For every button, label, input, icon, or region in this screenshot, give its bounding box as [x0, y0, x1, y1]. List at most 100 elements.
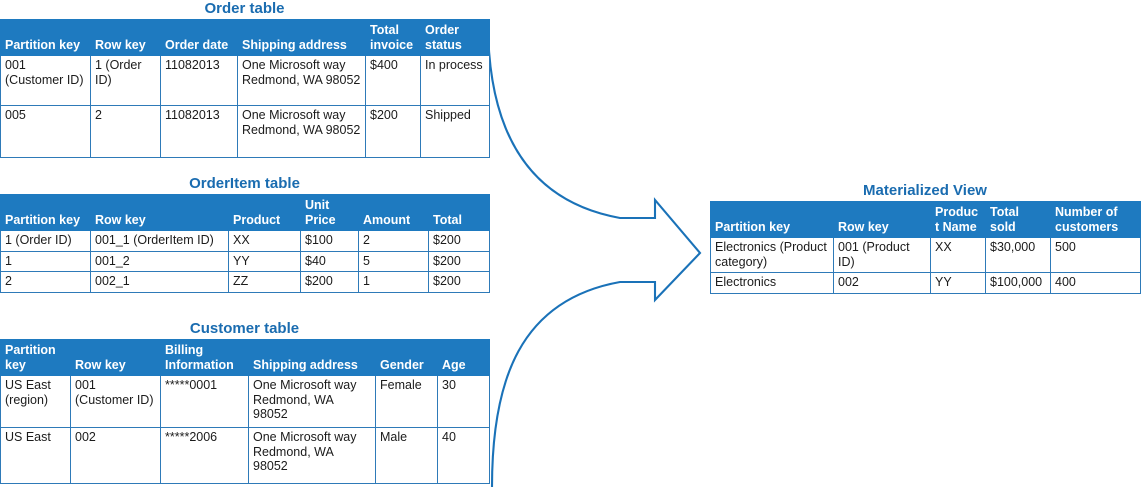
- cell-shipping-address: One Microsoft way Redmond, WA 98052: [248, 375, 376, 428]
- column-header-total-invoice: Total invoice: [365, 19, 421, 56]
- column-header-billing-information: Billing Information: [160, 339, 249, 376]
- cell-order-date: 11082013: [160, 105, 238, 158]
- orderitem-table-title: OrderItem table: [189, 175, 300, 192]
- table-row: Electronics 002 YY $100,000 400: [710, 272, 1141, 294]
- cell-partition-key: US East: [0, 427, 71, 484]
- column-header-product: Product: [228, 194, 301, 231]
- column-header-row-key: Row key: [70, 339, 161, 376]
- table-header-row: Partition key Row key Billing Informatio…: [0, 339, 490, 376]
- column-header-shipping-address: Shipping address: [237, 19, 366, 56]
- cell-amount: 5: [358, 250, 429, 272]
- column-header-gender: Gender: [375, 339, 438, 376]
- cell-age: 40: [437, 427, 490, 484]
- column-header-row-key: Row key: [90, 194, 229, 231]
- cell-row-key: 002: [833, 272, 931, 294]
- cell-total-sold: $100,000: [985, 272, 1051, 294]
- cell-row-key: 001_2: [90, 250, 229, 272]
- table-header-row: Partition key Row key Order date Shippin…: [0, 19, 490, 56]
- cell-total-invoice: $200: [365, 105, 421, 158]
- cell-number-of-customers: 400: [1050, 272, 1141, 294]
- column-header-product-name: Product Name: [930, 201, 986, 238]
- cell-product: ZZ: [228, 271, 301, 293]
- column-header-row-key: Row key: [90, 19, 161, 56]
- cell-partition-key: 2: [0, 271, 91, 293]
- cell-age: 30: [437, 375, 490, 428]
- orderitem-table: Partition key Row key Product Unit Price…: [0, 194, 490, 293]
- column-header-age: Age: [437, 339, 490, 376]
- cell-order-status: Shipped: [420, 105, 490, 158]
- customer-table-title: Customer table: [189, 320, 300, 337]
- table-row: US East 002 *****2006 One Microsoft way …: [0, 427, 490, 484]
- customer-table-header: Partition key Row key Billing Informatio…: [0, 339, 490, 376]
- cell-partition-key: 1 (Order ID): [0, 230, 91, 252]
- arrow-outline: [486, 21, 702, 487]
- cell-product-name: YY: [930, 272, 986, 294]
- table-row: 1 (Order ID) 001_1 (OrderItem ID) XX $10…: [0, 230, 490, 252]
- cell-order-date: 11082013: [160, 55, 238, 106]
- cell-shipping-address: One Microsoft way Redmond, WA 98052: [237, 55, 366, 106]
- table-header-row: Partition key Row key Product Unit Price…: [0, 194, 490, 231]
- table-row: 001 (Customer ID) 1 (Order ID) 11082013 …: [0, 55, 490, 106]
- cell-order-status: In process: [420, 55, 490, 106]
- cell-product: YY: [228, 250, 301, 272]
- column-header-partition-key: Partition key: [0, 19, 91, 56]
- customer-table-block: Customer table Partition key Row key Bil…: [0, 320, 490, 484]
- cell-partition-key: 1: [0, 250, 91, 272]
- cell-gender: Female: [375, 375, 438, 428]
- cell-row-key: 001 (Customer ID): [70, 375, 161, 428]
- column-header-row-key: Row key: [833, 201, 931, 238]
- cell-shipping-address: One Microsoft way Redmond, WA 98052: [248, 427, 376, 484]
- cell-partition-key: 001 (Customer ID): [0, 55, 91, 106]
- column-header-total: Total: [428, 194, 490, 231]
- cell-billing-information: *****2006: [160, 427, 249, 484]
- materialized-view-title: Materialized View: [863, 182, 987, 199]
- table-header-row: Partition key Row key Product Name Total…: [710, 201, 1141, 238]
- order-table: Partition key Row key Order date Shippin…: [0, 19, 490, 158]
- materialized-view-header: Partition key Row key Product Name Total…: [710, 201, 1141, 238]
- column-header-shipping-address: Shipping address: [248, 339, 376, 376]
- cell-number-of-customers: 500: [1050, 237, 1141, 273]
- cell-product-name: XX: [930, 237, 986, 273]
- column-header-partition-key: Partition key: [0, 339, 71, 376]
- cell-row-key: 002_1: [90, 271, 229, 293]
- cell-partition-key: Electronics (Product category): [710, 237, 834, 273]
- order-table-title: Order table: [204, 0, 285, 17]
- cell-amount: 2: [358, 230, 429, 252]
- cell-total: $200: [428, 250, 490, 272]
- table-row: Electronics (Product category) 001 (Prod…: [710, 237, 1141, 273]
- column-header-amount: Amount: [358, 194, 429, 231]
- cell-total: $200: [428, 230, 490, 252]
- orderitem-table-block: OrderItem table Partition key Row key Pr…: [0, 175, 490, 293]
- cell-unit-price: $40: [300, 250, 359, 272]
- column-header-total-sold: Total sold: [985, 201, 1051, 238]
- cell-gender: Male: [375, 427, 438, 484]
- order-table-header: Partition key Row key Order date Shippin…: [0, 19, 490, 56]
- column-header-order-status: Order status: [420, 19, 490, 56]
- cell-shipping-address: One Microsoft way Redmond, WA 98052: [237, 105, 366, 158]
- cell-total: $200: [428, 271, 490, 293]
- cell-total-invoice: $400: [365, 55, 421, 106]
- cell-row-key: 1 (Order ID): [90, 55, 161, 106]
- cell-partition-key: Electronics: [710, 272, 834, 294]
- table-row: 005 2 11082013 One Microsoft way Redmond…: [0, 105, 490, 158]
- cell-partition-key: 005: [0, 105, 91, 158]
- cell-row-key: 001_1 (OrderItem ID): [90, 230, 229, 252]
- cell-total-sold: $30,000: [985, 237, 1051, 273]
- column-header-order-date: Order date: [160, 19, 238, 56]
- cell-amount: 1: [358, 271, 429, 293]
- column-header-partition-key: Partition key: [0, 194, 91, 231]
- cell-row-key: 2: [90, 105, 161, 158]
- column-header-unit-price: Unit Price: [300, 194, 359, 231]
- cell-partition-key: US East (region): [0, 375, 71, 428]
- cell-unit-price: $200: [300, 271, 359, 293]
- cell-product: XX: [228, 230, 301, 252]
- orderitem-table-header: Partition key Row key Product Unit Price…: [0, 194, 490, 231]
- cell-billing-information: *****0001: [160, 375, 249, 428]
- cell-row-key: 002: [70, 427, 161, 484]
- table-row: US East (region) 001 (Customer ID) *****…: [0, 375, 490, 428]
- materialized-view-block: Materialized View Partition key Row key …: [710, 182, 1141, 294]
- column-header-number-of-customers: Number of customers: [1050, 201, 1141, 238]
- column-header-partition-key: Partition key: [710, 201, 834, 238]
- cell-row-key: 001 (Product ID): [833, 237, 931, 273]
